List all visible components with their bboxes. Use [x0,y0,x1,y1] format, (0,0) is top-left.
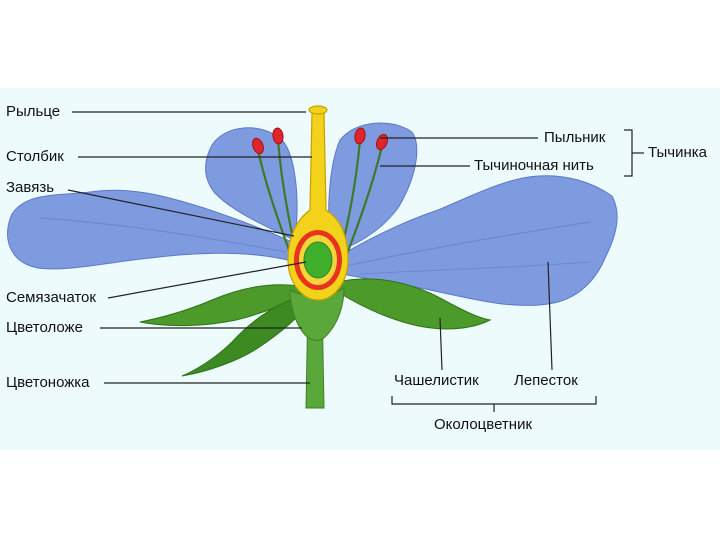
stigma-shape [309,106,327,114]
label-stigma: Рыльце [6,103,60,121]
label-ovary: Завязь [6,179,54,197]
label-stamen: Тычинка [648,144,707,162]
label-anther: Пыльник [544,129,605,147]
label-perianth: Околоцветник [434,416,532,434]
label-filament: Тычиночная нить [474,157,594,175]
label-pedicel: Цветоножка [6,374,90,392]
label-sepal: Чашелистик [394,372,479,390]
ovule-shape [304,242,332,278]
label-ovule: Семязачаток [6,289,96,307]
label-petal: Лепесток [514,372,578,390]
label-receptacle: Цветоложе [6,319,83,337]
label-style: Столбик [6,148,64,166]
